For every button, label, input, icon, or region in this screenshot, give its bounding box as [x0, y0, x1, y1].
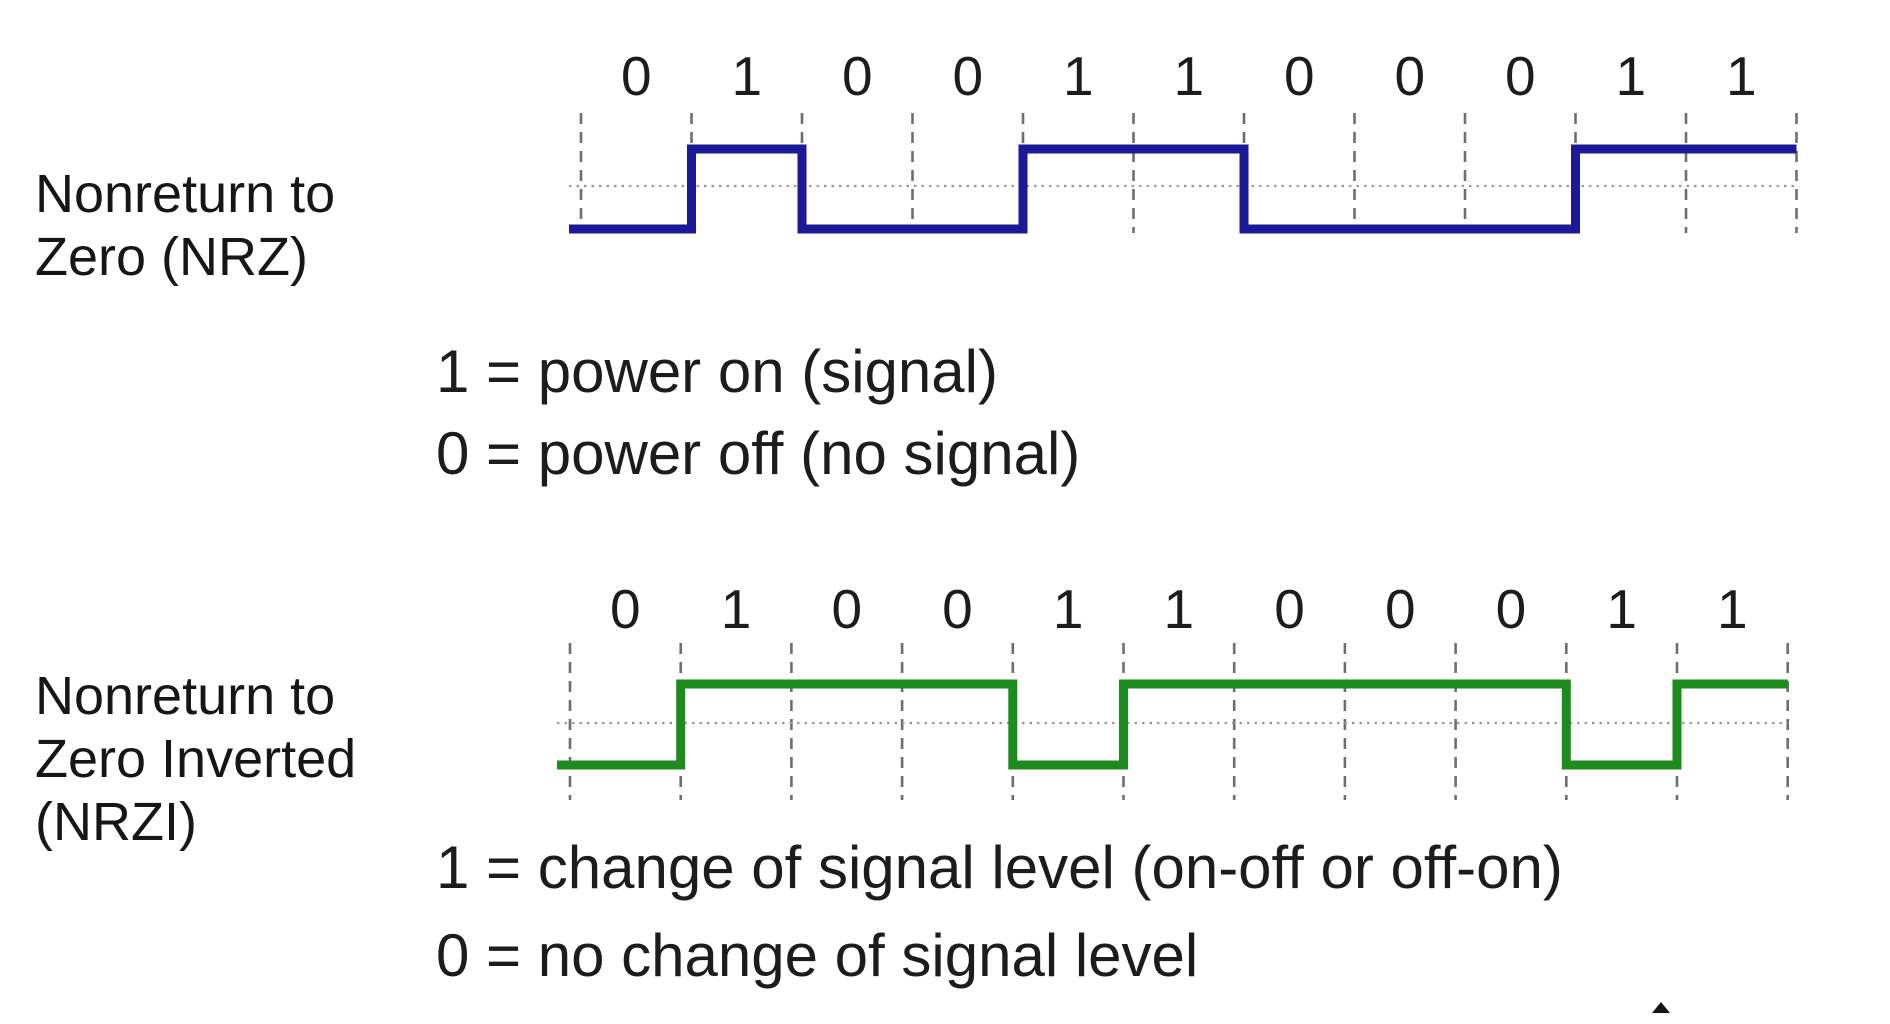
bit-label: 1: [731, 45, 762, 107]
nrzi-label-line2: Zero Inverted: [35, 729, 357, 789]
nrzi-bit-labels: 0 1 0 0 1 1 0 0 0 1 1: [610, 578, 1748, 640]
bit-label: 0: [621, 45, 652, 107]
nrz-cell-boundaries: [579, 113, 1798, 233]
bit-label: 0: [1284, 45, 1315, 107]
bit-label: 1: [1164, 578, 1195, 640]
bit-label: 0: [1274, 578, 1305, 640]
bit-label: 1: [1063, 45, 1094, 107]
nrzi-legend-line1: 1 = change of signal level (on-off or of…: [436, 834, 1563, 901]
bit-label: 0: [831, 578, 862, 640]
nrzi-waveform-diagram: 0 1 0 0 1 1 0 0 0 1 1: [557, 578, 1789, 800]
cursor-artifact: [1652, 1002, 1670, 1013]
bit-label: 1: [1615, 45, 1646, 107]
nrz-label: Nonreturn to Zero (NRZ): [35, 163, 335, 289]
bit-label: 1: [1053, 578, 1084, 640]
bit-label: 1: [1606, 578, 1637, 640]
bit-label: 0: [1385, 578, 1416, 640]
nrzi-cell-boundaries: [568, 643, 1789, 800]
bit-label: 1: [1726, 45, 1757, 107]
nrz-legend: 1 = power on (signal) 0 = power off (no …: [436, 331, 1080, 495]
nrz-signal-line: [569, 144, 1797, 234]
bit-label: 1: [1173, 45, 1204, 107]
bit-label: 0: [842, 45, 873, 107]
nrz-label-line2: Zero (NRZ): [35, 227, 308, 287]
bit-label: 0: [952, 45, 983, 107]
bit-label: 1: [1717, 578, 1748, 640]
bit-label: 0: [610, 578, 641, 640]
nrzi-legend-line2: 0 = no change of signal level: [436, 922, 1199, 989]
nrz-legend-line1: 1 = power on (signal): [436, 338, 998, 405]
bit-label: 0: [1496, 578, 1527, 640]
bit-label: 0: [1505, 45, 1536, 107]
nrzi-signal-line: [557, 679, 1788, 770]
bit-label: 0: [942, 578, 973, 640]
nrz-label-line1: Nonreturn to: [35, 164, 336, 224]
nrzi-legend: 1 = change of signal level (on-off or of…: [436, 824, 1563, 1000]
bit-label: 1: [721, 578, 752, 640]
bit-label: 0: [1394, 45, 1425, 107]
nrzi-label-line3: (NRZI): [35, 792, 197, 852]
nrz-bit-labels: 0 1 0 0 1 1 0 0 0 1 1: [621, 45, 1757, 107]
nrz-legend-line2: 0 = power off (no signal): [436, 420, 1081, 487]
nrz-waveform-diagram: 0 1 0 0 1 1 0 0 0 1 1: [569, 45, 1798, 234]
nrzi-label: Nonreturn to Zero Inverted (NRZI): [35, 665, 356, 854]
nrzi-label-line1: Nonreturn to: [35, 666, 336, 726]
